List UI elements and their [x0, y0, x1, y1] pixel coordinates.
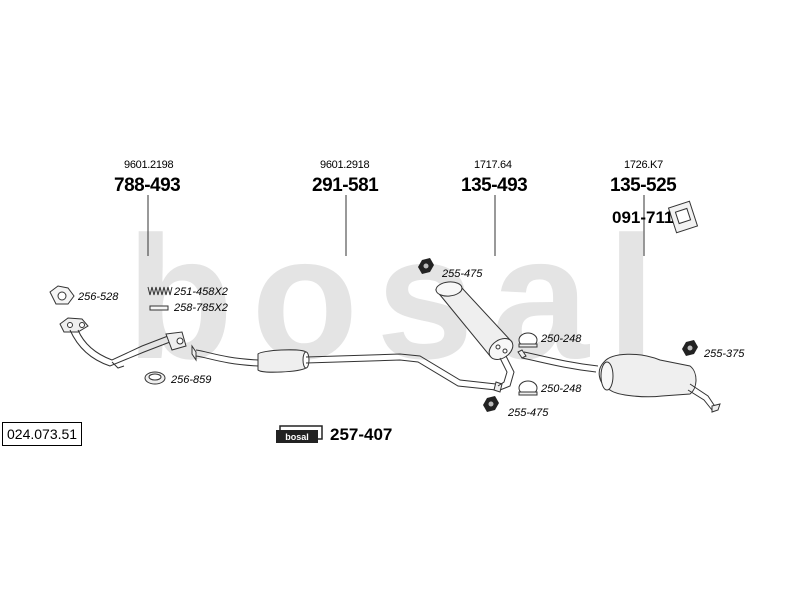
clamp-icon-upper [518, 332, 538, 348]
part-number-rear-silencer: 135-525 [610, 175, 677, 196]
nut-icon-bottom [483, 396, 499, 412]
oem-ref-middle-pipe: 9601.2918 [320, 159, 370, 171]
part-number-middle-pipe: 291-581 [312, 175, 379, 196]
label-spring-set: 251-458X2 [174, 286, 228, 298]
bolt-icon [149, 305, 169, 311]
kit-badge-icon: bosal [276, 425, 323, 443]
oem-ref-centre-silencer: 1717.64 [474, 159, 512, 171]
ring-gasket-icon [144, 371, 166, 385]
label-ring-gasket: 256-859 [171, 374, 212, 386]
label-clamp-lower: 250-248 [541, 383, 582, 395]
oem-ref-rear-silencer: 1726.K7 [624, 159, 663, 171]
front-pipe-part [59, 317, 187, 369]
label-nut-bottom: 255-475 [508, 407, 549, 419]
rear-silencer-part [517, 349, 721, 413]
gasket-icon [49, 285, 75, 305]
oem-ref-front-pipe: 9601.2198 [124, 159, 174, 171]
label-gasket-top-left: 256-528 [78, 291, 119, 303]
nut-icon-right [682, 340, 698, 356]
label-bolt-set: 258-785X2 [174, 302, 228, 314]
centre-silencer-part [435, 281, 515, 391]
nut-icon-top [418, 258, 434, 274]
clamp-icon-lower [518, 380, 538, 396]
spring-icon [147, 286, 173, 296]
part-number-front-pipe: 788-493 [114, 175, 181, 196]
part-number-mounting-rubber: 091-711 [612, 208, 674, 227]
mounting-rubber-icon [667, 200, 699, 234]
kit-badge-text: bosal [285, 432, 309, 442]
watermark-text: bosal [126, 201, 673, 396]
label-nut-right: 255-375 [704, 348, 745, 360]
catalog-code-box: 024.073.51 [2, 422, 83, 446]
kit-part-number: 257-407 [330, 425, 393, 444]
part-number-centre-silencer: 135-493 [461, 175, 528, 196]
label-clamp-upper: 250-248 [541, 333, 582, 345]
label-nut-top: 255-475 [442, 268, 483, 280]
